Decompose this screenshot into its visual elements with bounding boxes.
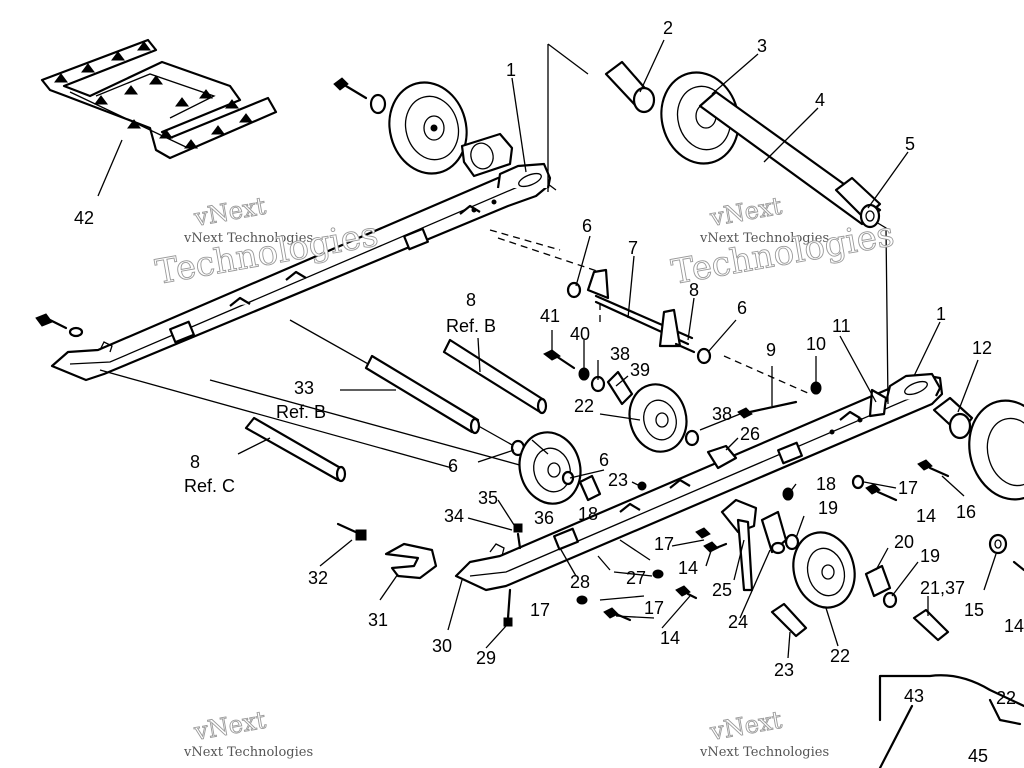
callout-19-a: 19 (818, 498, 838, 518)
callout-labels: 1 1 2 3 4 5 6 6 6 6 7 8 Ref. B 8 8 Ref. … (74, 18, 1024, 766)
watermark-text: vNext (191, 706, 268, 746)
watermark-text: vNext Technologies (183, 745, 313, 760)
callout-ref-b-a: Ref. B (446, 316, 496, 336)
callout-ref-c: Ref. C (184, 476, 235, 496)
callout-16: 16 (956, 502, 976, 522)
callout-7: 7 (628, 238, 638, 258)
callout-3: 3 (757, 36, 767, 56)
callout-leaders (97, 39, 997, 659)
watermark-text: vNext (707, 192, 784, 232)
upper-wheel-assembly (333, 77, 514, 178)
callout-33: 33 (294, 378, 314, 398)
callout-34: 34 (444, 506, 464, 526)
callout-32: 32 (308, 568, 328, 588)
callout-43: 43 (904, 686, 924, 706)
watermark-text: vNext Technologies (183, 231, 313, 246)
callout-23-a: 23 (608, 470, 628, 490)
callout-20: 20 (894, 532, 914, 552)
callout-45: 45 (968, 746, 988, 766)
callout-31: 31 (368, 610, 388, 630)
callout-8-a: 8 (466, 290, 476, 310)
watermark-text: vNext Technologies (699, 231, 829, 246)
callout-36: 36 (534, 508, 554, 528)
callout-17-d: 17 (530, 600, 550, 620)
callout-30: 30 (432, 636, 452, 656)
callout-1-right: 1 (936, 304, 946, 324)
callout-18-b: 18 (578, 504, 598, 524)
callout-27: 27 (626, 568, 646, 588)
watermark-text: vNext (191, 192, 268, 232)
callout-21-37: 21,37 (920, 578, 965, 598)
callout-12: 12 (972, 338, 992, 358)
callout-10: 10 (806, 334, 826, 354)
callout-22-b: 22 (830, 646, 850, 666)
callout-17-b: 17 (654, 534, 674, 554)
callout-14-d: 14 (1004, 616, 1024, 636)
callout-ref-b-b: Ref. B (276, 402, 326, 422)
callout-15: 15 (964, 600, 984, 620)
pivot-arm-assembly (695, 459, 950, 642)
rail-tip-bolt (35, 313, 84, 338)
callout-42: 42 (74, 208, 94, 228)
callout-35: 35 (478, 488, 498, 508)
tube-8-ref-b (442, 338, 548, 415)
callout-40: 40 (570, 324, 590, 344)
callout-8-b: 8 (689, 280, 699, 300)
callout-14-c: 14 (660, 628, 680, 648)
track-section-part-42 (40, 38, 278, 160)
callout-4: 4 (815, 90, 825, 110)
callout-6-d: 6 (599, 450, 609, 470)
callout-41: 41 (540, 306, 560, 326)
watermark-bottom-right: vNext vNext Technologies (699, 705, 829, 760)
callout-17-c: 17 (644, 598, 664, 618)
callout-6-a: 6 (582, 216, 592, 236)
callout-38-b: 38 (712, 404, 732, 424)
callout-38-a: 38 (610, 344, 630, 364)
cross-shaft-part-7 (566, 268, 712, 365)
callout-9: 9 (766, 340, 776, 360)
axle-assembly (604, 60, 882, 229)
center-hardware (518, 349, 822, 505)
callout-8-c: 8 (190, 452, 200, 472)
callout-24: 24 (728, 612, 748, 632)
callout-17-a: 17 (898, 478, 918, 498)
bottom-right-fragment (878, 674, 1024, 768)
callout-22-c: 22 (996, 688, 1016, 708)
callout-22-a: 22 (574, 396, 594, 416)
callout-19-b: 19 (920, 546, 940, 566)
callout-18-a: 18 (816, 474, 836, 494)
callout-26: 26 (740, 424, 760, 444)
watermark-bottom-left: vNext vNext Technologies (183, 705, 313, 760)
callout-11: 11 (832, 316, 851, 336)
callout-1: 1 (506, 60, 516, 80)
tube-33-ref-b (364, 354, 481, 435)
callout-6-c: 6 (448, 456, 458, 476)
watermark-text: vNext (707, 706, 784, 746)
callout-28: 28 (570, 572, 590, 592)
right-rail-part-1 (454, 372, 944, 592)
rear-lower-parts (336, 522, 698, 627)
callout-6-b: 6 (737, 298, 747, 318)
rear-wheel-assembly (932, 396, 1024, 572)
watermark-text: vNext Technologies (699, 745, 829, 760)
callout-23-b: 23 (774, 660, 794, 680)
callout-2: 2 (663, 18, 673, 38)
callout-14-b: 14 (678, 558, 698, 578)
left-rail-part-1 (50, 162, 557, 382)
callout-25: 25 (712, 580, 732, 600)
callout-5: 5 (905, 134, 915, 154)
callout-39: 39 (630, 360, 650, 380)
callout-29: 29 (476, 648, 496, 668)
watermark-text: Technologies (669, 214, 898, 292)
callout-14-a: 14 (916, 506, 936, 526)
